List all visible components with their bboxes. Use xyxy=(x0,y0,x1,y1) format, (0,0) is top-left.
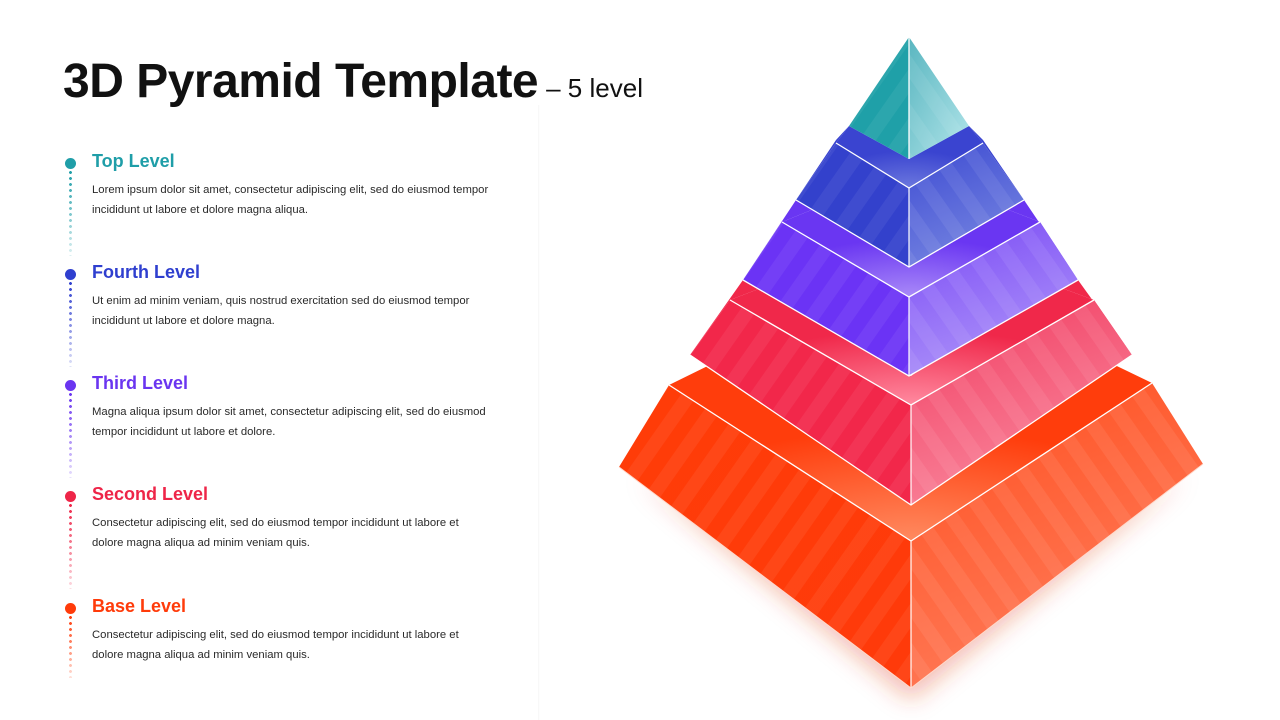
panel-divider xyxy=(538,105,540,720)
level-description: Ut enim ad minim veniam, quis nostrud ex… xyxy=(92,295,470,327)
level-description: Consectetur adipiscing elit, sed do eius… xyxy=(92,629,459,661)
level-title: Base Level xyxy=(92,596,187,616)
page-title: 3D Pyramid Template– 5 level xyxy=(63,54,643,109)
subtitle-text: – 5 level xyxy=(546,73,643,103)
level-item-fourth: Fourth Level Ut enim ad minim veniam, qu… xyxy=(60,261,490,372)
dotted-connector xyxy=(69,282,72,367)
level-title: Second Level xyxy=(92,484,209,504)
timeline-dot-icon xyxy=(65,603,76,614)
dotted-connector xyxy=(69,393,72,478)
dotted-connector xyxy=(69,171,72,256)
level-title: Third Level xyxy=(92,373,189,393)
timeline-dot-icon xyxy=(65,491,76,502)
level-description: Magna aliqua ipsum dolor sit amet, conse… xyxy=(92,406,486,438)
level-title: Top Level xyxy=(92,151,175,171)
level-item-second: Second Level Consectetur adipiscing elit… xyxy=(60,483,490,594)
dotted-connector xyxy=(69,616,72,678)
dotted-connector xyxy=(69,504,72,589)
timeline-dot-icon xyxy=(65,158,76,169)
level-description: Consectetur adipiscing elit, sed do eius… xyxy=(92,517,459,549)
level-item-third: Third Level Magna aliqua ipsum dolor sit… xyxy=(60,372,490,483)
level-title: Fourth Level xyxy=(92,262,201,282)
level-item-base: Base Level Consectetur adipiscing elit, … xyxy=(60,595,490,706)
timeline-dot-icon xyxy=(65,380,76,391)
timeline-dot-icon xyxy=(65,269,76,280)
level-item-top: Top Level Lorem ipsum dolor sit amet, co… xyxy=(60,150,490,261)
level-description: Lorem ipsum dolor sit amet, consectetur … xyxy=(92,184,489,216)
title-text: 3D Pyramid Template xyxy=(63,55,539,108)
